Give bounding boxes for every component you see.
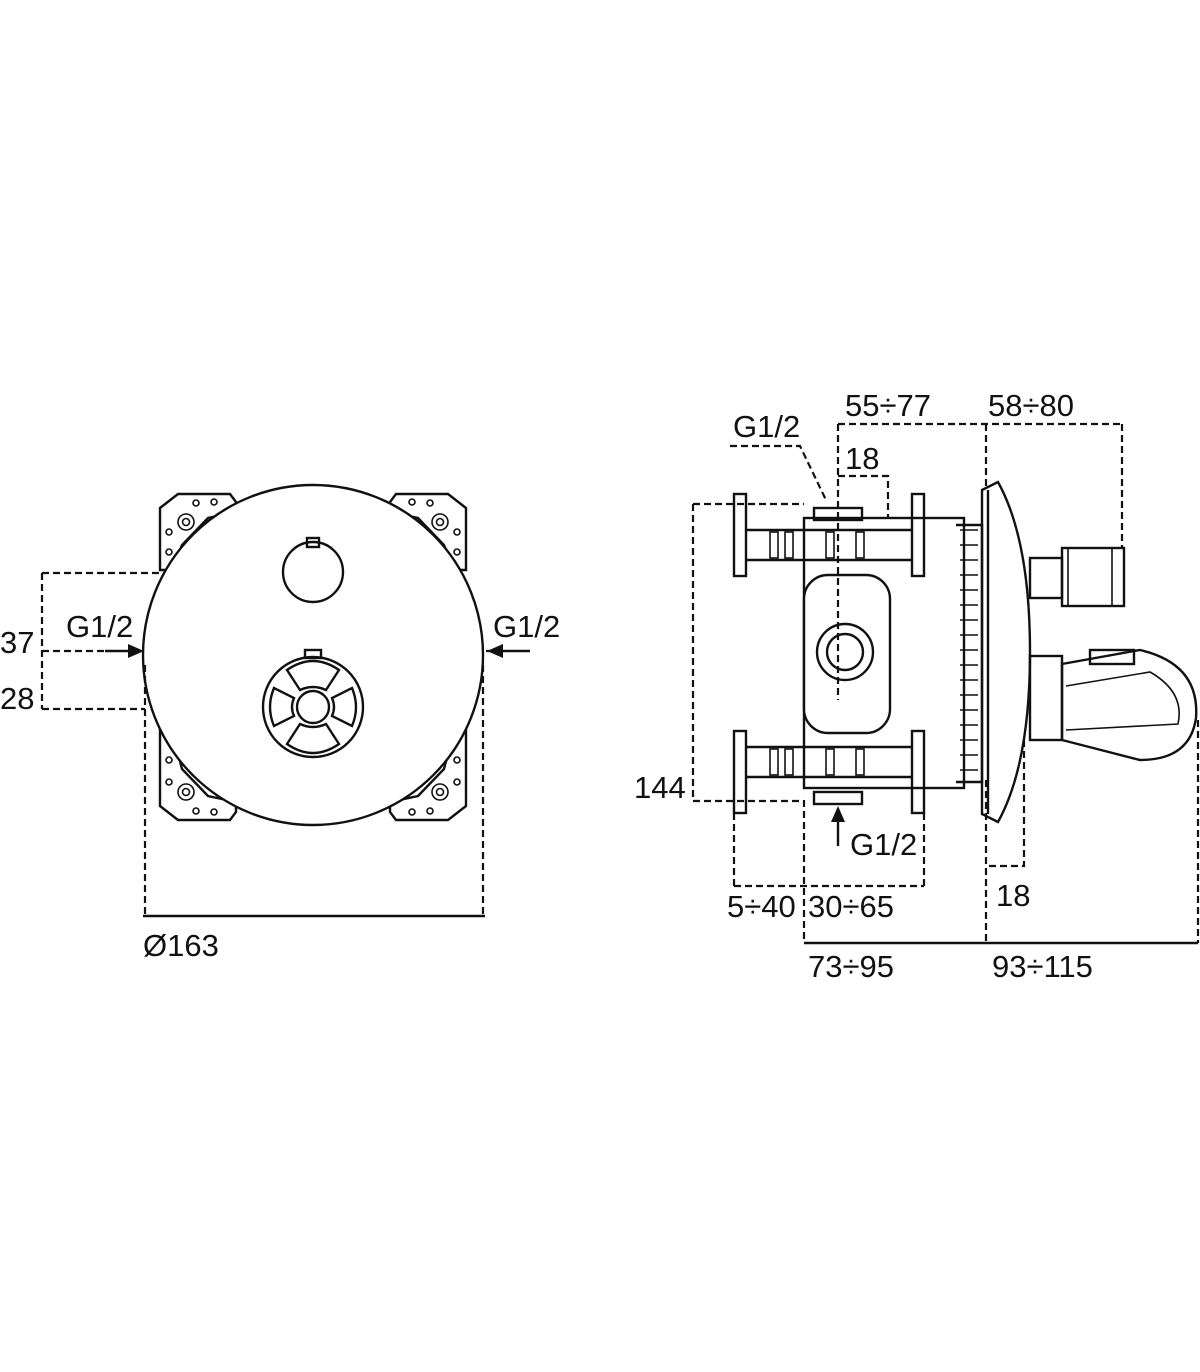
inlet-left-label: G1/2 (66, 609, 133, 644)
dim-58-80-label: 58÷80 (988, 388, 1074, 423)
dim-upper-label: 37 (0, 625, 34, 660)
lower-handle (261, 648, 365, 759)
inlet-right-label: G1/2 (493, 609, 560, 644)
bracket-slots (769, 531, 865, 776)
front-view: G1/2 G1/2 37 28 Ø163 (0, 483, 560, 963)
dim-30-65-label: 30÷65 (808, 889, 894, 924)
side-view: G1/2 G1/2 55÷77 58÷80 18 144 5÷40 30÷65 … (634, 388, 1200, 984)
dim-18-bottom-label: 18 (996, 878, 1030, 913)
inlet-arrow-left (105, 644, 144, 658)
side-upper-knob (1028, 546, 1126, 608)
dim-73-95-label: 73÷95 (808, 949, 894, 984)
inlet-top-label: G1/2 (733, 409, 800, 444)
cover-plate (141, 483, 485, 827)
inlet-bottom-label: G1/2 (850, 827, 917, 862)
rosette-plate (980, 480, 1032, 824)
upper-knob (281, 536, 345, 604)
dim-55-77-label: 55÷77 (845, 388, 931, 423)
inlet-arrow-right (487, 644, 530, 658)
dim-93-115-label: 93÷115 (992, 949, 1093, 984)
dim-144-label: 144 (634, 770, 686, 805)
side-lever-handle (1028, 648, 1198, 762)
threaded-cylinder (956, 523, 984, 784)
diameter-label: Ø163 (143, 928, 219, 963)
dim-lower-label: 28 (0, 681, 34, 716)
dim-5-40-label: 5÷40 (727, 889, 796, 924)
inlet-arrow-bottom (831, 806, 845, 846)
dim-18-top-label: 18 (845, 441, 879, 476)
